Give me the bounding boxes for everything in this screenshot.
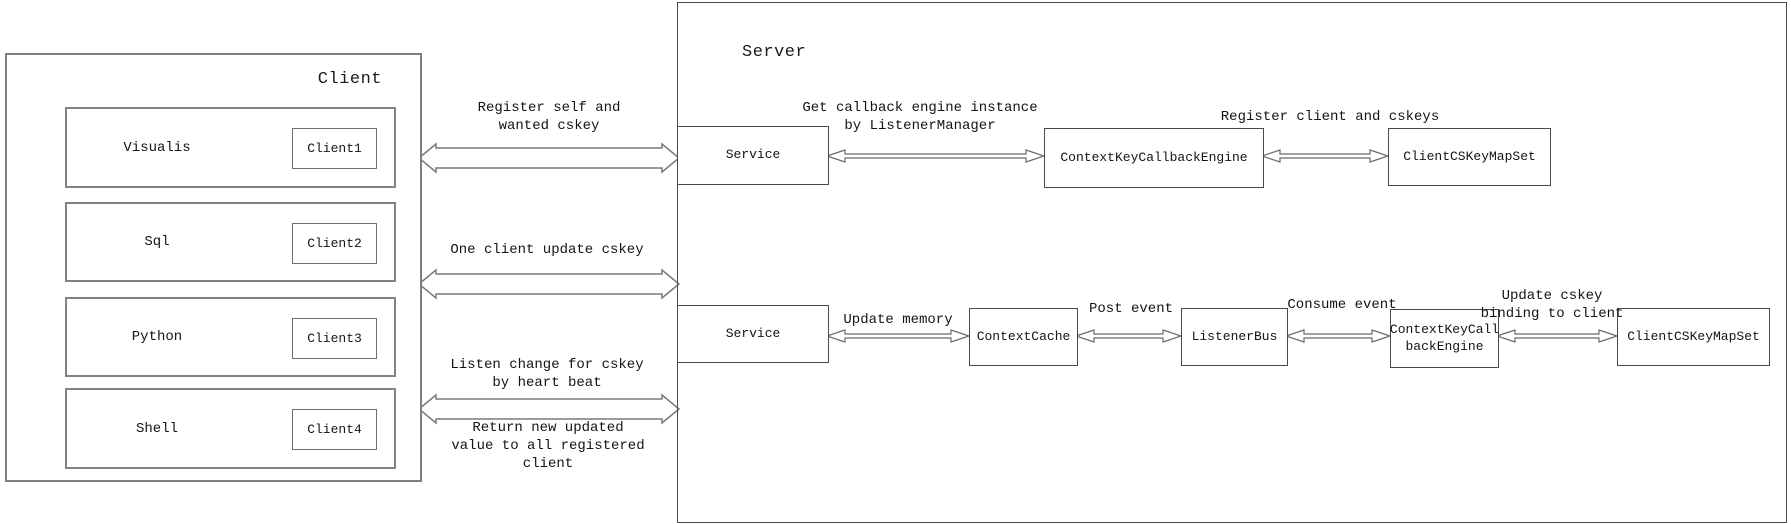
node-clientcskeymapset-top: ClientCSKeyMapSet — [1388, 128, 1551, 186]
block-arrow-register — [417, 142, 681, 174]
block-arrow-listen — [417, 393, 681, 425]
label-update-cskey-binding: Update cskey binding to client — [1480, 288, 1624, 322]
label-register-client-cskeys: Register client and cskeys — [1220, 109, 1440, 125]
client-panel: Client Visualis Client1 Sql Client2 Pyth… — [5, 53, 422, 482]
label-one-client-update: One client update cskey — [450, 242, 644, 258]
label-get-callback-engine: Get callback engine instance by Listener… — [802, 100, 1038, 134]
label-return-updated: Return new updated value to all register… — [451, 420, 645, 472]
block-arrow-update — [417, 268, 681, 300]
node-listenerbus: ListenerBus — [1181, 308, 1288, 366]
node-service-top: Service — [677, 126, 829, 185]
client-id-box: Client2 — [292, 223, 377, 264]
server-panel: Server — [677, 2, 1787, 523]
node-service-bottom: Service — [677, 305, 829, 363]
client-id-box: Client4 — [292, 409, 377, 450]
client-id-box: Client3 — [292, 318, 377, 359]
client-id-box: Client1 — [292, 128, 377, 169]
client-row-name: Python — [131, 329, 183, 345]
label-update-memory: Update memory — [843, 312, 953, 328]
node-contextkeycallbackengine-top: ContextKeyCallbackEngine — [1044, 128, 1264, 188]
node-contextcache: ContextCache — [969, 308, 1078, 366]
label-listen-change: Listen change for cskey by heart beat — [450, 357, 644, 391]
label-consume-event: Consume event — [1287, 297, 1397, 313]
node-contextkeycallbackengine-bottom: ContextKeyCall backEngine — [1390, 309, 1499, 368]
client-row-name: Sql — [144, 234, 170, 250]
client-panel-title: Client — [317, 70, 382, 89]
node-clientcskeymapset-bottom: ClientCSKeyMapSet — [1617, 308, 1770, 366]
client-row-visualis: Visualis Client1 — [65, 107, 396, 188]
client-row-sql: Sql Client2 — [65, 202, 396, 282]
label-register-self: Register self and wanted cskey — [477, 100, 621, 134]
client-row-shell: Shell Client4 — [65, 388, 396, 469]
client-row-name: Shell — [135, 420, 178, 437]
server-panel-title: Server — [742, 43, 807, 62]
client-row-python: Python Client3 — [65, 297, 396, 377]
label-post-event: Post event — [1088, 301, 1174, 317]
client-row-name: Visualis — [123, 139, 191, 156]
